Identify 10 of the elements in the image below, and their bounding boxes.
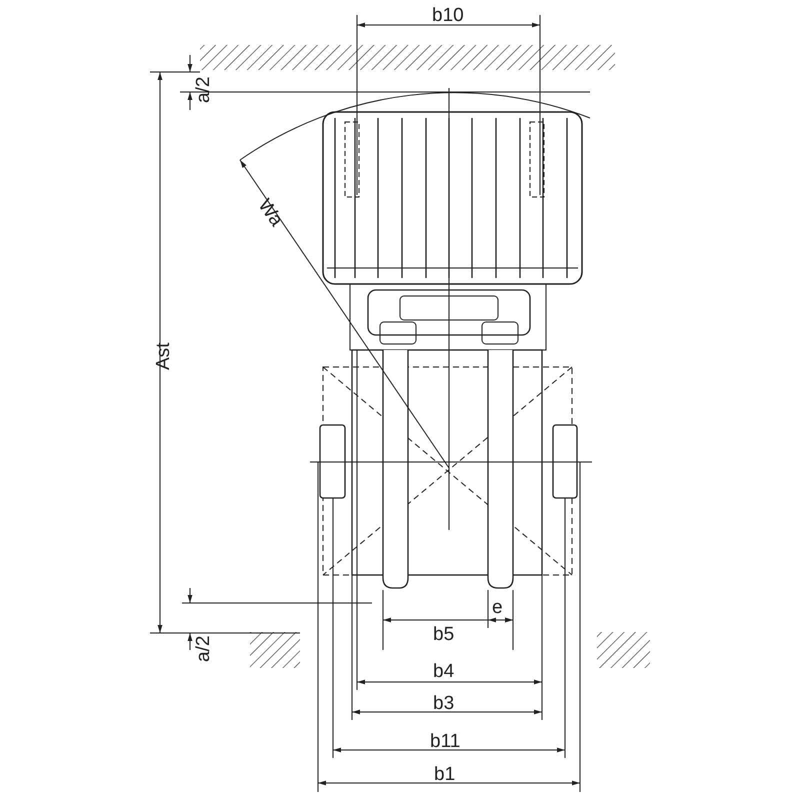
dimension-label: b11	[430, 732, 460, 751]
dimension-label: Wa	[254, 196, 286, 230]
dimension-label: a/2	[194, 76, 213, 103]
dimension-label: b3	[433, 694, 454, 713]
dimension-label: b10	[432, 6, 464, 25]
dimension-label: b1	[434, 765, 456, 784]
dimension-label: e	[492, 598, 503, 617]
dimension-label: b4	[433, 662, 454, 681]
dimension-label: a/2	[194, 636, 213, 662]
dimension-label: b5	[433, 625, 454, 644]
